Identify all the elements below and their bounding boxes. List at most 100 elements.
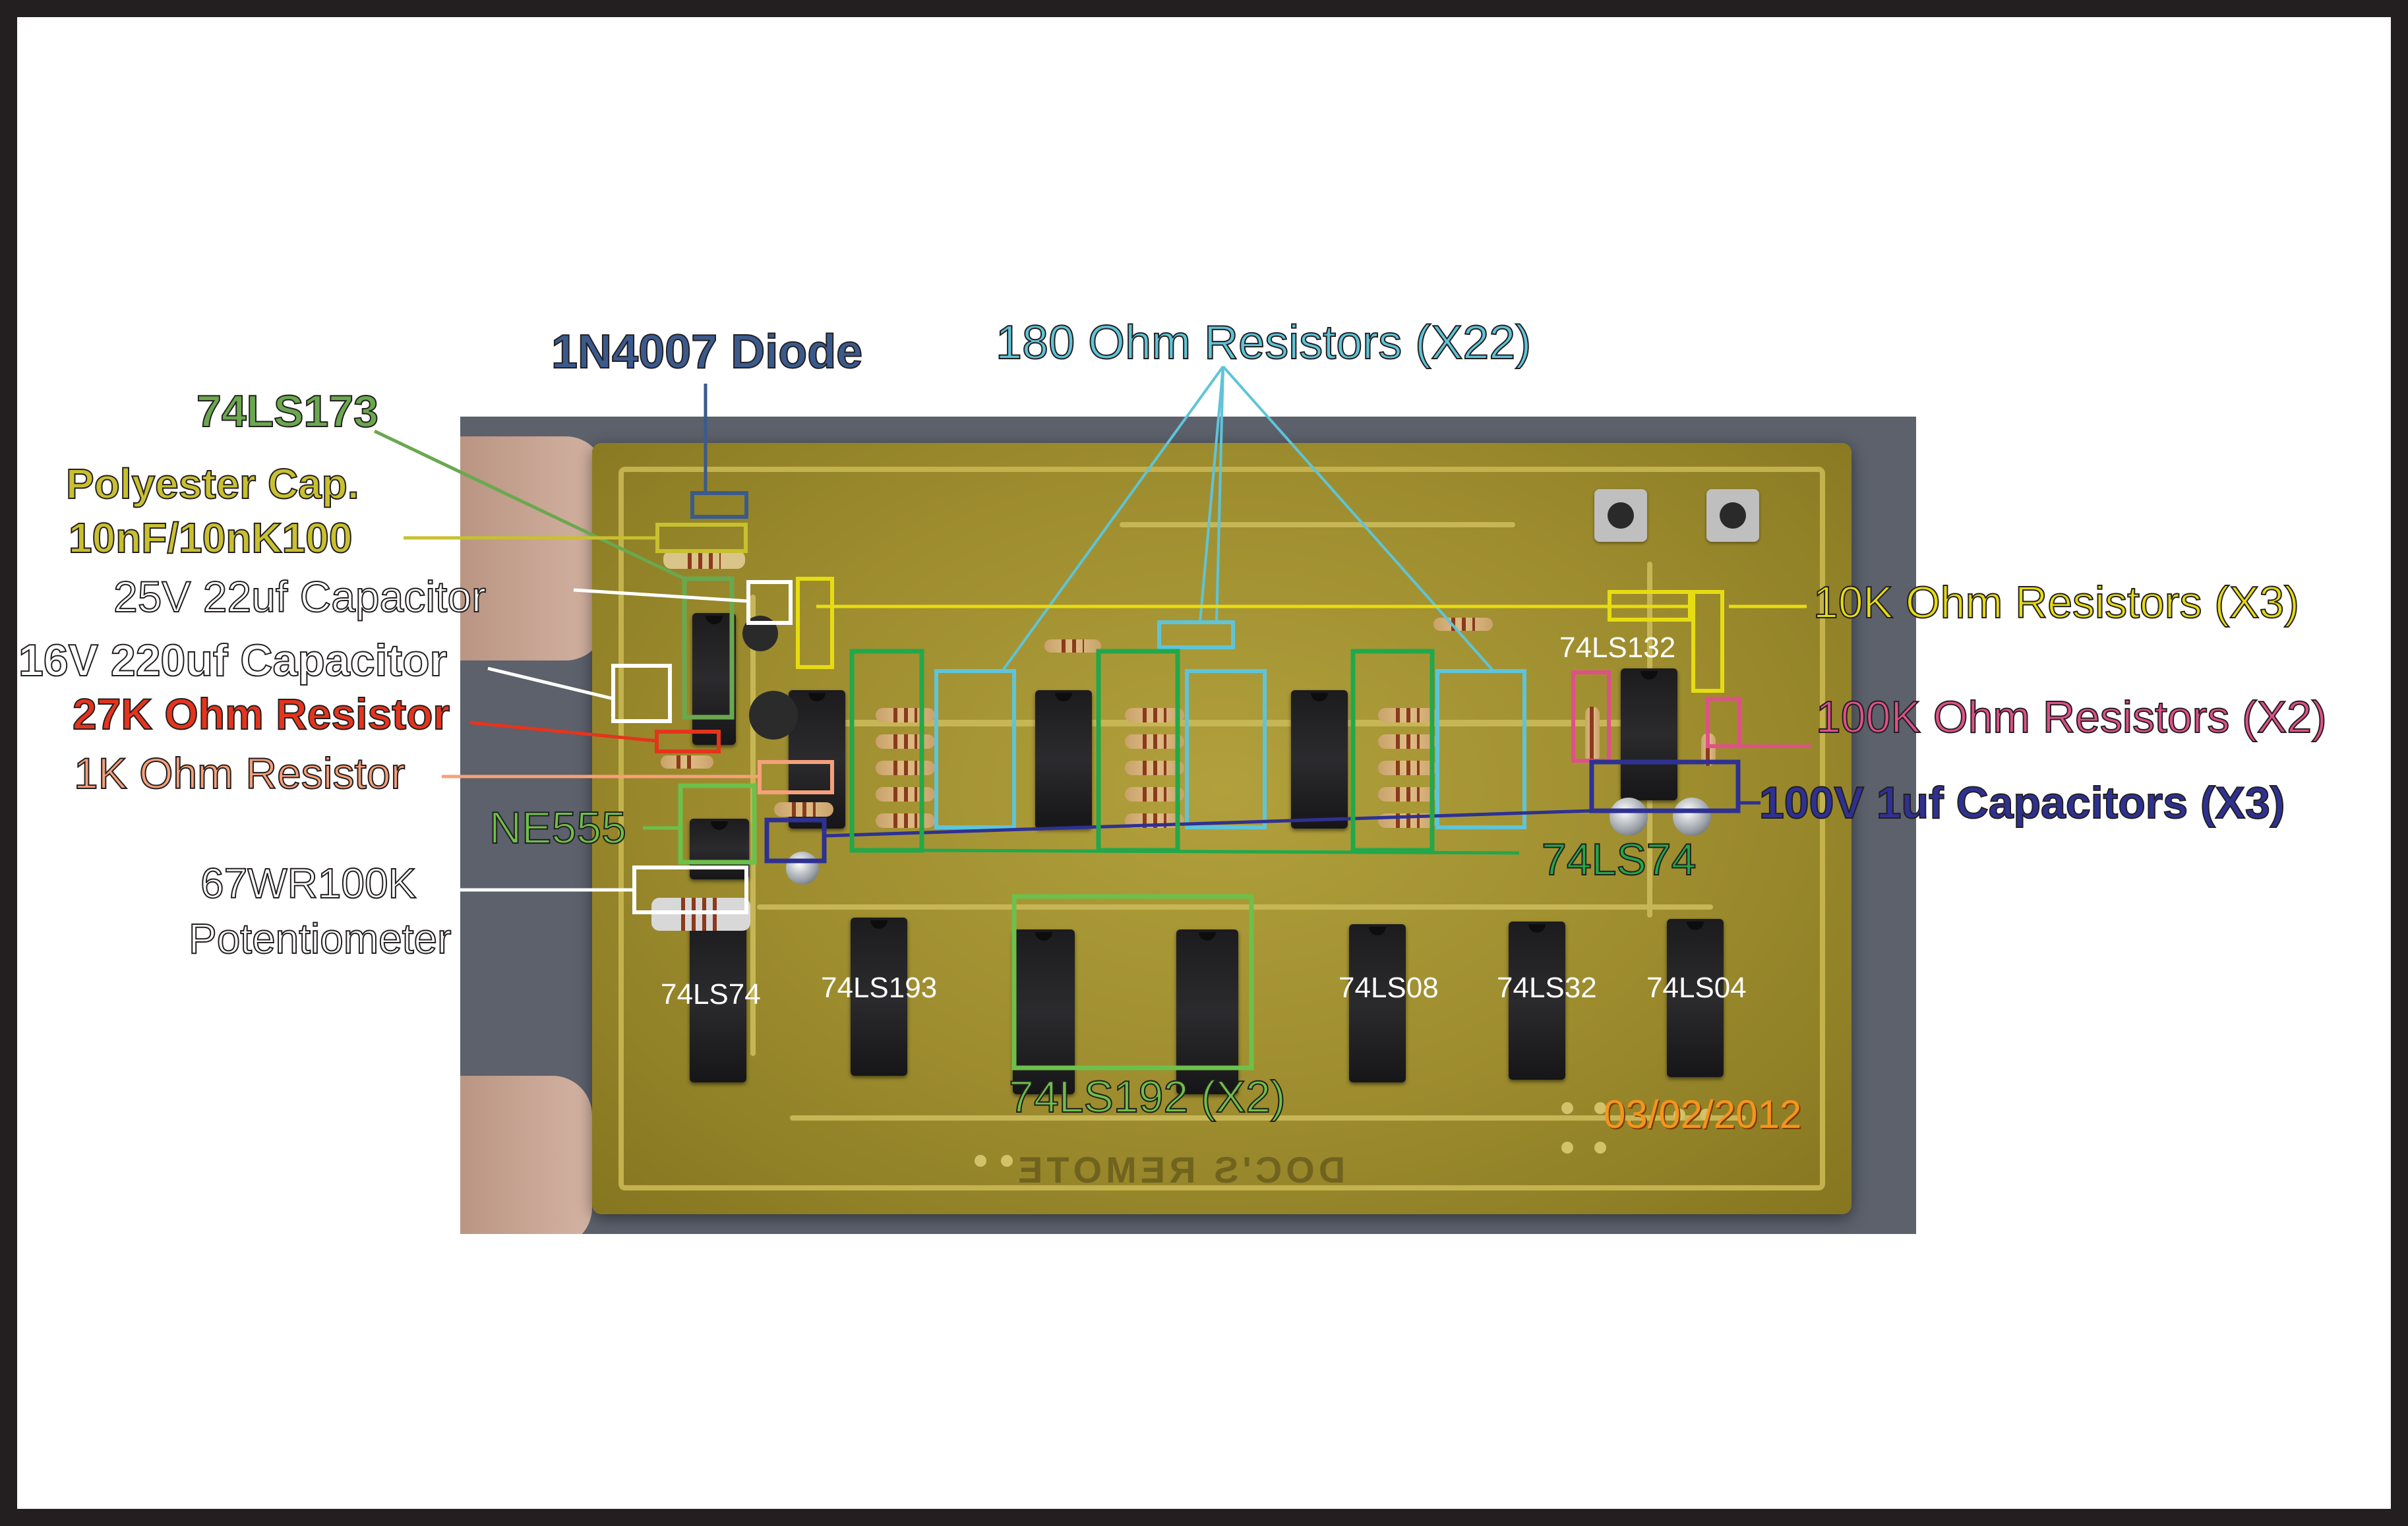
chip-74ls173-box xyxy=(682,576,735,720)
cap-16v-leader xyxy=(487,666,614,701)
pcb-pad xyxy=(1001,1155,1013,1167)
resistors-180-box-2 xyxy=(1185,669,1267,829)
pcb-trace xyxy=(790,1115,1746,1121)
ic-74ls74-bottom xyxy=(690,918,746,1082)
resistor-180-ohm xyxy=(1125,761,1184,775)
pcb-trace xyxy=(803,720,1660,726)
label-10k-resistors: 10K Ohm Resistors (X3) xyxy=(1813,577,2300,628)
label-100k-resistors: 100K Ohm Resistors (X2) xyxy=(1815,692,2328,742)
tactile-switch xyxy=(1594,489,1647,542)
ic-74ls74-top-2 xyxy=(1035,690,1092,829)
ic-74ls173 xyxy=(692,613,736,745)
ne555-box xyxy=(678,783,757,865)
chip-74ls192-box xyxy=(1011,894,1254,1071)
resistor-180-ohm xyxy=(1125,708,1184,722)
caps-100v-leader xyxy=(824,809,1592,838)
ic-74ls08 xyxy=(1349,924,1406,1082)
resistors-180-box-1 xyxy=(934,669,1016,829)
chip-74ls74-box-3 xyxy=(1350,649,1435,853)
cap-25v-box xyxy=(746,580,793,625)
resistor-180-ohm xyxy=(1125,787,1184,802)
polyester-cap-box xyxy=(655,523,748,553)
ic-74ls32 xyxy=(1509,922,1565,1080)
label-polyester-cap-line1: Polyester Cap. xyxy=(65,460,360,508)
resistors-180-box-3 xyxy=(1435,669,1526,829)
chip-74ls74-box-2 xyxy=(1096,649,1180,853)
resistor-100k-part xyxy=(1585,707,1600,763)
chip-74ls173-leader xyxy=(373,429,686,581)
photo-date-stamp: 03/02/2012 xyxy=(1604,1092,1802,1136)
pcb-pad xyxy=(1700,1109,1712,1121)
pcb-pad xyxy=(1594,1142,1606,1154)
chip-label-74ls04: 74LS04 xyxy=(1646,972,1747,1004)
pcb-pad xyxy=(1561,1142,1573,1154)
pcb-pad xyxy=(975,1155,986,1167)
resistor-100k-part xyxy=(1701,733,1716,766)
capacitor-100v-part xyxy=(1673,798,1711,836)
resistor-27k-part xyxy=(661,755,713,769)
resistors-10k-box-1 xyxy=(796,577,834,669)
circuit-board: DOC'S REMOTE xyxy=(592,443,1851,1214)
holding-hand-top xyxy=(460,436,605,660)
capacitor-100v-part xyxy=(1610,798,1648,836)
cap-25v-leader xyxy=(573,588,749,603)
label-ne555: NE555 xyxy=(489,803,627,853)
capacitor-100v-part xyxy=(786,852,819,885)
label-74ls74: 74LS74 xyxy=(1541,835,1697,885)
ic-74ls04 xyxy=(1667,919,1724,1077)
tactile-switch xyxy=(1706,489,1759,542)
resistor-27k-leader xyxy=(469,720,657,743)
pcb-trace xyxy=(1120,522,1515,527)
resistors-100k-box-1 xyxy=(1571,670,1611,763)
chip-label-74ls08: 74LS08 xyxy=(1339,972,1439,1004)
label-potentiometer-line2: Potentiometer xyxy=(188,915,452,962)
resistors-10k-box-2 xyxy=(1608,590,1692,622)
label-74ls173: 74LS173 xyxy=(196,386,379,436)
cap-16v-box xyxy=(611,664,672,723)
diode-box xyxy=(690,491,748,519)
label-180-ohm-resistors: 180 Ohm Resistors (X22) xyxy=(995,316,1532,369)
pcb-pad xyxy=(1561,1102,1573,1114)
label-74ls192: 74LS192 (X2) xyxy=(1008,1072,1286,1122)
potentiometer-box xyxy=(632,866,748,914)
label-100v-capacitors: 100V 1uf Capacitors (X3) xyxy=(1759,778,2285,828)
ic-74ls132 xyxy=(1621,668,1677,800)
resistors-180-leader xyxy=(1001,365,1224,672)
resistors-100k-box-2 xyxy=(1706,697,1741,748)
label-25v-capacitor: 25V 22uf Capacitor xyxy=(113,572,487,621)
caps-100v-box-1 xyxy=(1589,759,1741,813)
pcb-pad xyxy=(1673,1109,1685,1121)
holding-hand-bottom xyxy=(460,1076,592,1234)
resistor-1k-part xyxy=(774,802,833,817)
board-edge-trace xyxy=(618,467,1825,1190)
ic-74ls193 xyxy=(851,918,907,1076)
chip-label-74ls32: 74LS32 xyxy=(1497,972,1597,1004)
resistors-180-leader xyxy=(1199,366,1224,623)
resistor-27k-box xyxy=(655,730,721,753)
pcb-trace xyxy=(757,904,1713,910)
resistors-180-leader xyxy=(1222,365,1495,672)
resistor-180-ohm xyxy=(1378,761,1437,775)
label-16v-capacitor: 16V 220uf Capacitor xyxy=(18,635,448,686)
resistors-180-box-4 xyxy=(1157,620,1235,649)
resistor-180-ohm xyxy=(1378,734,1437,749)
pcb-pad xyxy=(1594,1102,1606,1114)
label-potentiometer-line1: 67WR100K xyxy=(200,860,417,907)
polyester-capacitor-part xyxy=(663,550,745,569)
chip-74ls74-box-1 xyxy=(849,649,924,853)
resistor-180-ohm xyxy=(1378,787,1437,802)
ic-74ls74-top-3 xyxy=(1291,690,1348,829)
resistors-180-leader xyxy=(1215,366,1224,623)
resistor-180-ohm xyxy=(1378,708,1437,722)
label-27k-resistor: 27K Ohm Resistor xyxy=(72,690,450,738)
resistors-10k-box-3 xyxy=(1691,590,1724,693)
label-1k-resistor: 1K Ohm Resistor xyxy=(73,749,406,798)
resistor-1k-box xyxy=(758,760,834,794)
label-1n4007-diode: 1N4007 Diode xyxy=(551,326,863,378)
caps-100v-box-2 xyxy=(764,817,827,864)
chip-label-74ls193: 74LS193 xyxy=(821,972,938,1004)
chip-label-74ls132: 74LS132 xyxy=(1559,631,1676,664)
label-polyester-cap-line2: 10nF/10nK100 xyxy=(68,514,353,562)
